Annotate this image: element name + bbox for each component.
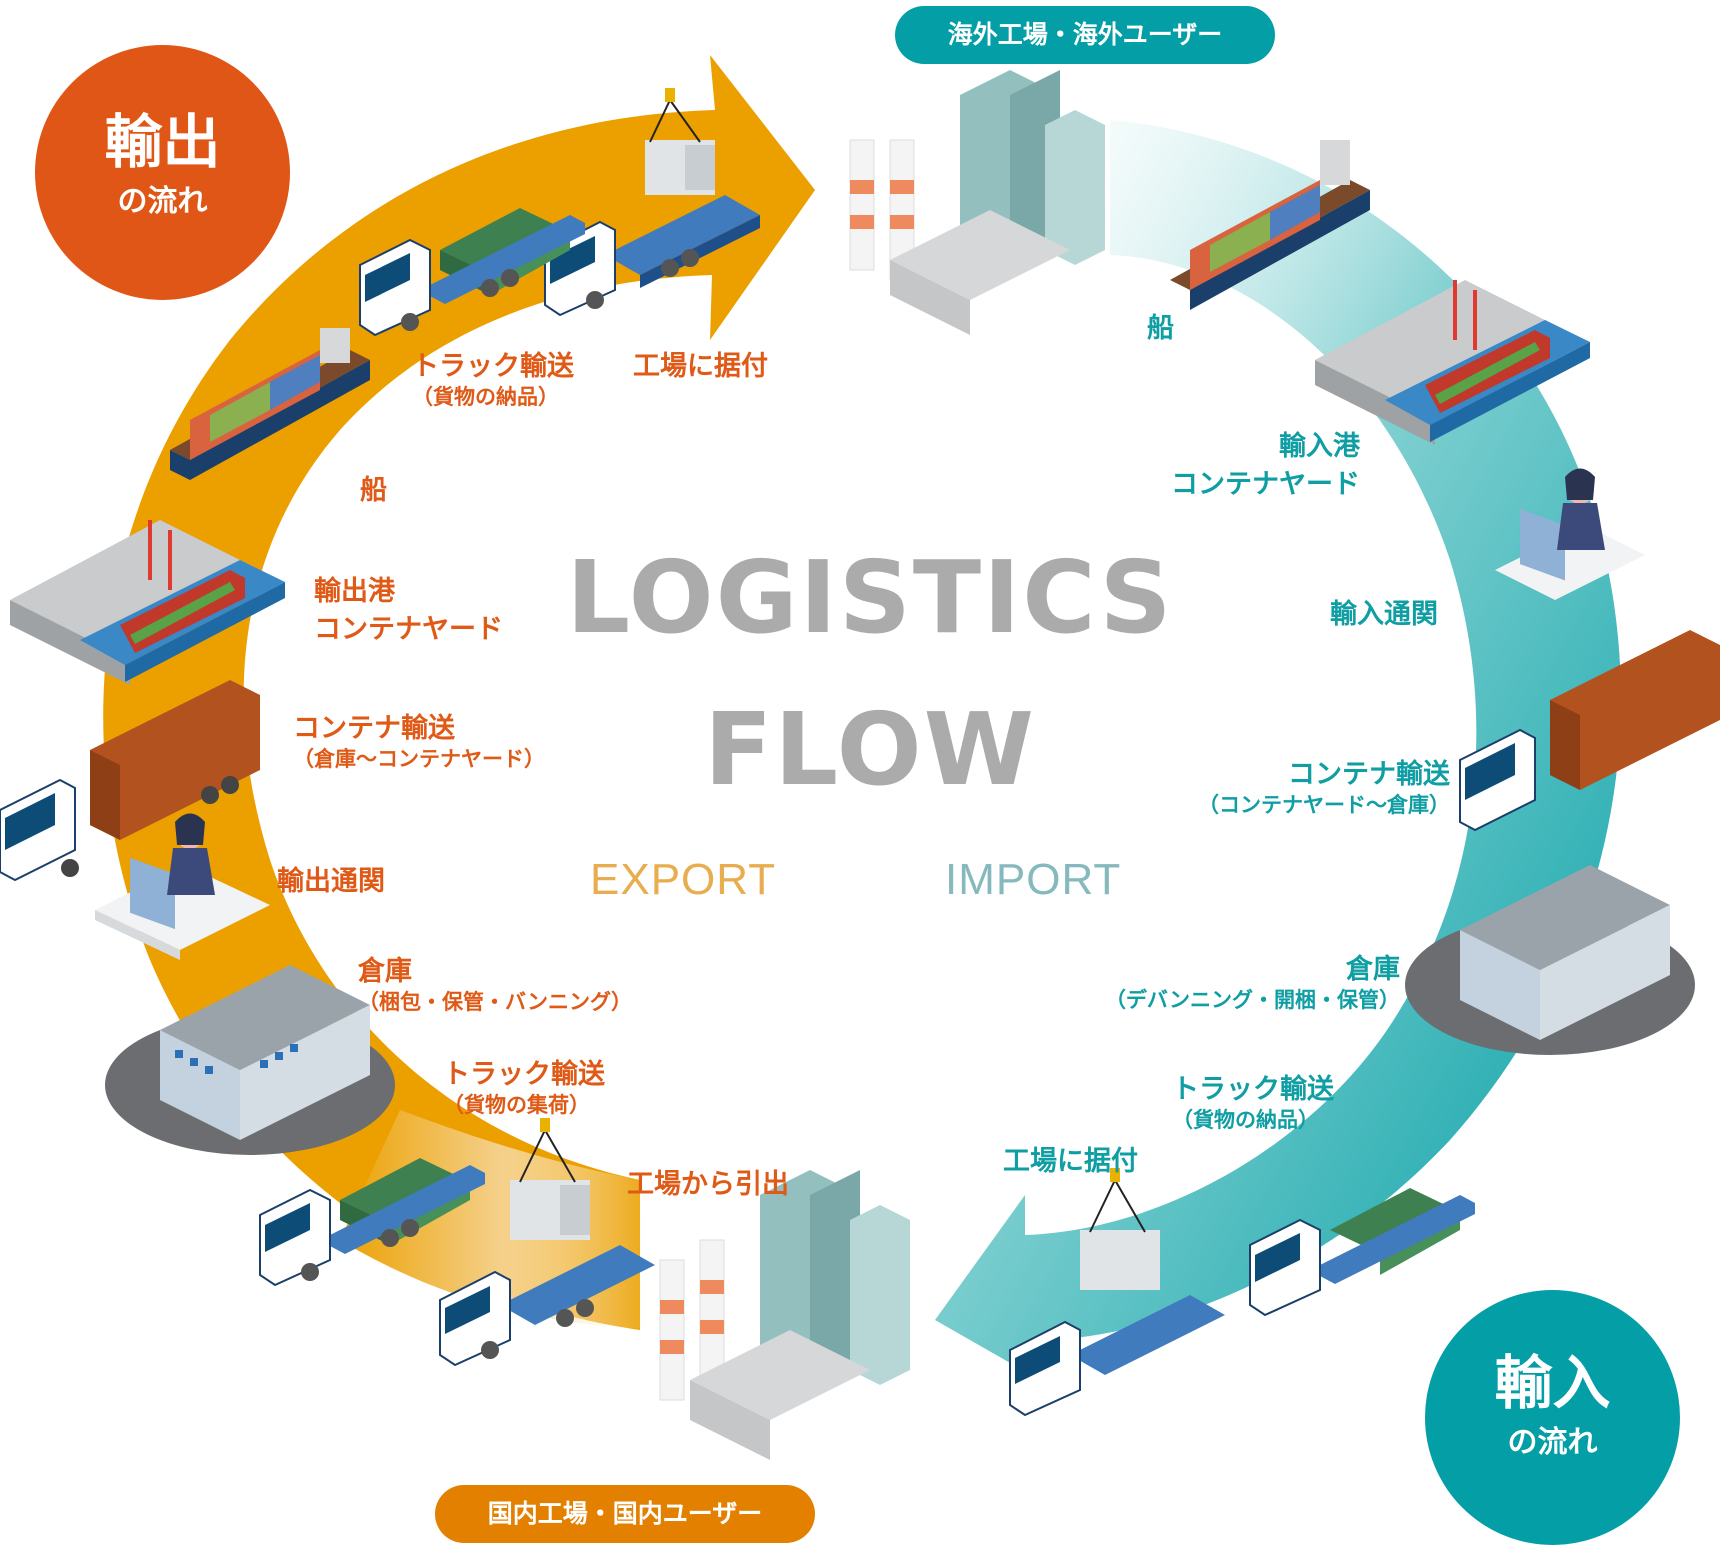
step-title: コンテナ輸送 [293,713,455,744]
export-badge-subtitle: の流れ [117,184,208,219]
step-title: トラック輸送 [443,1059,605,1090]
import-port-illustration [1315,280,1590,445]
import-warehouse-illustration [1405,865,1695,1055]
import-flow-badge: 輸入 の流れ [1425,1290,1680,1545]
step-title: トラック輸送 [412,351,574,382]
export-step-truck-delivery: トラック輸送 （貨物の納品） [412,350,574,410]
step-title: 船 [1147,313,1174,344]
import-customs-illustration [1495,468,1645,600]
import-cargo-truck-illustration [1249,1188,1475,1317]
import-step-port-yard: 輸入港 コンテナヤード [1160,430,1360,502]
step-detail: （梱包・保管・バンニング） [358,989,633,1014]
import-container-ship-illustration [1170,140,1370,310]
step-detail: （貨物の集荷） [443,1092,590,1117]
step-detail: コンテナヤード [1171,468,1360,500]
export-flow-badge: 輸出 の流れ [35,45,290,300]
export-badge-title: 輸出 [104,108,221,176]
step-title: コンテナ輸送 [1288,759,1450,790]
import-step-installation: 工場に据付 [1003,1145,1138,1179]
overseas-factory-illustration [849,70,1105,335]
import-step-ship: 船 [1147,312,1174,346]
import-badge-title: 輸入 [1494,1349,1611,1417]
overseas-users-pill: 海外工場・海外ユーザー [895,6,1275,64]
domestic-factory-illustration [659,1170,910,1460]
import-step-truck-delivery: トラック輸送 （貨物の納品） [1172,1073,1334,1133]
export-container-truck-illustration [0,680,260,882]
export-crane-truck-bottom-illustration [439,1118,655,1367]
import-step-warehouse: 倉庫 （デバンニング・開梱・保管） [1080,953,1400,1013]
import-flow-arrow [935,120,1621,1380]
step-detail: コンテナヤード [314,613,503,645]
step-title: 倉庫 [358,956,412,987]
step-detail: （貨物の納品） [1172,1107,1319,1132]
import-section-label: IMPORT [945,855,1122,904]
export-section-label: EXPORT [590,855,777,904]
step-detail: （貨物の納品） [412,384,559,409]
diagram-title-line1: LOGISTICS [566,539,1174,656]
export-step-customs: 輸出通関 [277,865,385,899]
export-warehouse-illustration [105,965,395,1155]
export-port-illustration [10,520,285,685]
domestic-users-pill: 国内工場・国内ユーザー [435,1485,815,1543]
export-step-ship: 船 [360,474,387,508]
step-title: 輸入通関 [1330,599,1438,630]
export-container-ship-illustration [170,328,370,480]
export-step-truck-collection: トラック輸送 （貨物の集荷） [443,1058,605,1118]
export-cargo-truck-bottom-illustration [259,1158,485,1287]
step-title: 輸入港 [1279,431,1360,462]
step-title: トラック輸送 [1172,1074,1334,1105]
step-title: 輸出通関 [277,866,385,897]
export-cargo-truck-top-illustration [359,208,585,337]
step-detail: （デバンニング・開梱・保管） [1104,987,1400,1012]
export-step-container-transport: コンテナ輸送 （倉庫〜コンテナヤード） [293,712,545,772]
export-step-factory-pickup: 工場から引出 [627,1168,789,1202]
diagram-title-line2: FLOW [704,691,1036,808]
import-badge-subtitle: の流れ [1507,1425,1598,1460]
import-crane-truck-illustration [1009,1168,1225,1417]
step-title: 工場に据付 [1003,1146,1138,1177]
step-detail: （コンテナヤード〜倉庫） [1198,792,1450,817]
export-step-installation: 工場に据付 [633,350,768,384]
import-container-truck-illustration [1459,630,1720,832]
step-title: 倉庫 [1346,954,1400,985]
export-customs-illustration [95,813,270,960]
step-title: 船 [360,475,387,506]
export-step-port-yard: 輸出港 コンテナヤード [314,575,503,647]
export-step-warehouse: 倉庫 （梱包・保管・バンニング） [358,955,632,1015]
step-title: 輸出港 [314,576,395,607]
step-title: 工場に据付 [633,351,768,382]
import-step-container-transport: コンテナ輸送 （コンテナヤード〜倉庫） [1150,758,1450,818]
step-detail: （倉庫〜コンテナヤード） [293,746,545,771]
step-title: 工場から引出 [627,1169,789,1200]
import-step-customs: 輸入通関 [1330,598,1438,632]
